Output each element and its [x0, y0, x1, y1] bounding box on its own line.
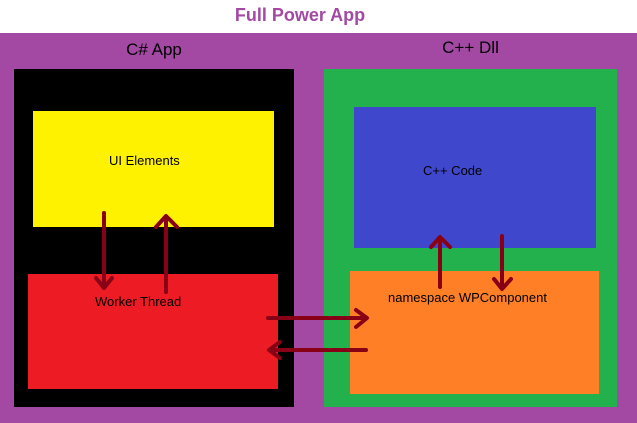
ui-elements-box	[33, 111, 274, 227]
diagram-title: Full Power App	[234, 5, 366, 25]
namespace-wpcomponent-box	[350, 271, 599, 394]
cpp-dll-title: C++ Dll	[442, 38, 499, 57]
arrow-namespace-to-cppcode	[429, 235, 452, 289]
worker-thread-label: Worker Thread	[95, 294, 182, 309]
namespace-wpcomponent-label: namespace WPComponent	[388, 290, 547, 305]
cpp-code-box	[354, 107, 596, 248]
csharp-app-title: C# App	[126, 40, 182, 59]
ui-elements-label: UI Elements	[109, 153, 180, 168]
worker-thread-box	[28, 274, 278, 389]
arrow-worker-to-namespace	[266, 308, 369, 329]
arrow-cppcode-to-namespace	[492, 234, 513, 291]
arrow-ui-to-worker	[94, 211, 114, 290]
arrow-namespace-to-worker	[267, 340, 368, 360]
arrow-worker-to-ui	[154, 214, 179, 294]
cpp-code-label: C++ Code	[423, 163, 483, 178]
